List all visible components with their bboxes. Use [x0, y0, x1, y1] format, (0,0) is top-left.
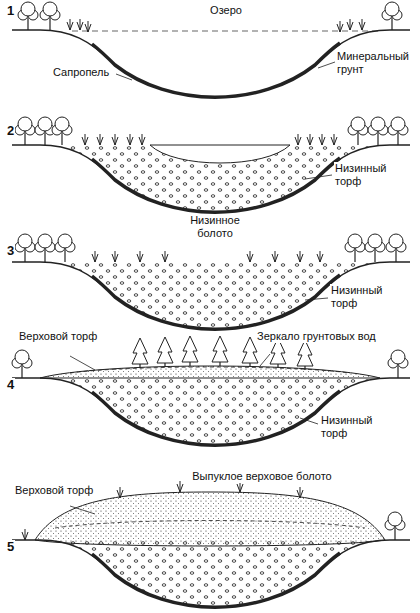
figure-label: Сапропель: [52, 66, 110, 79]
figure-label: Зеркало грунтовых вод: [256, 330, 377, 343]
figure-label: Озеро: [209, 4, 243, 17]
stage-number: 5: [6, 540, 15, 553]
figure-label: Верховой торф: [14, 484, 94, 497]
stage-number: 1: [6, 4, 15, 17]
figure-label: Выпуклое верховое болото: [191, 470, 332, 483]
stage-number: 3: [6, 244, 15, 257]
figure-label: Низинный торф: [334, 162, 406, 188]
figure-label: Верховой торф: [18, 330, 98, 343]
figure-label: Минеральный грунт: [336, 50, 414, 76]
figure-label: Низинный торф: [330, 284, 402, 310]
figure-label: Низинный торф: [320, 414, 392, 440]
stage-number: 4: [6, 378, 15, 391]
stage-number: 2: [6, 124, 15, 137]
figure-label: Низинное болото: [179, 214, 251, 240]
